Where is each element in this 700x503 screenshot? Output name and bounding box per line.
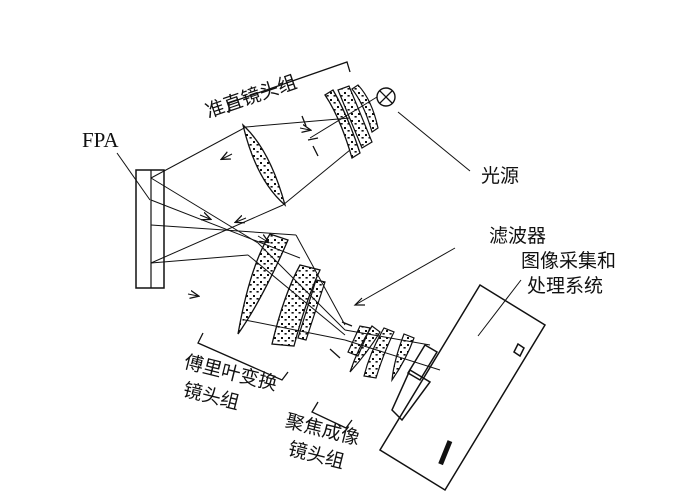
focusing-bracket	[311, 401, 353, 429]
light-source-label: 光源	[481, 165, 520, 187]
fourier-lens-group	[237, 233, 326, 347]
filter-pointer-head	[353, 297, 365, 306]
filter-plate	[329, 321, 353, 359]
fpa-detector-housing	[135, 169, 165, 289]
aperture-stop	[301, 115, 319, 157]
filter-label: 滤波器	[489, 225, 547, 247]
fpa-pointer	[116, 152, 151, 201]
light-source-pointer	[397, 111, 471, 172]
filter-pointer	[354, 247, 456, 306]
collimator-lens-group	[241, 84, 379, 207]
collimator-bracket	[228, 61, 351, 113]
light-source-icon	[376, 87, 396, 107]
acquisition-system-box	[378, 283, 547, 492]
acquisition-pointer	[477, 279, 522, 337]
ray-arrow-1	[222, 154, 233, 159]
acquisition-label-line1: 图像采集和	[521, 250, 617, 272]
acquisition-label-line2: 处理系统	[527, 275, 604, 297]
acquisition-slot	[438, 440, 453, 466]
ray-arrow-4	[199, 215, 210, 219]
fpa-label: FPA	[82, 128, 119, 152]
ray-arrow-5	[187, 294, 198, 296]
ray-arrow-2	[236, 218, 247, 222]
fourier-bracket	[197, 332, 289, 381]
focusing-lens-group	[347, 325, 415, 383]
ray-arrow-6	[299, 128, 310, 130]
